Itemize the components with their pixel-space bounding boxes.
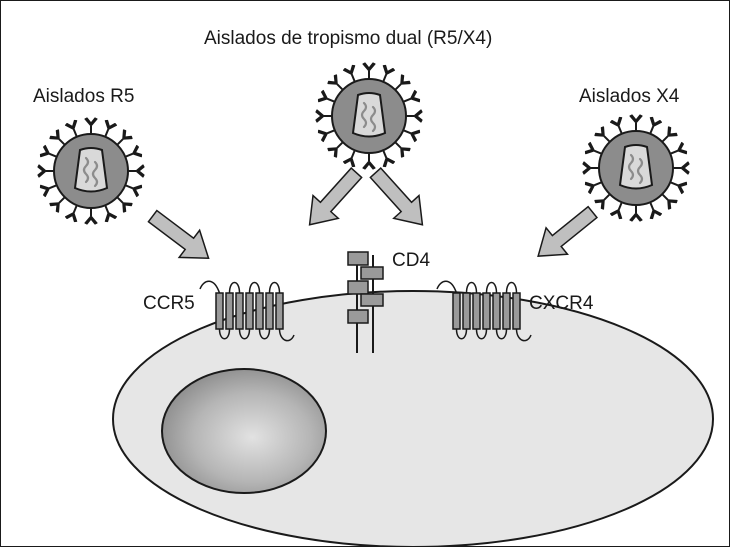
dual-tropism-label: Aislados de tropismo dual (R5/X4) (204, 28, 493, 49)
transmembrane-helix (512, 292, 521, 330)
arrow-x4-to-cell (537, 205, 598, 257)
viral-rna (369, 105, 377, 133)
envelope-spike (629, 204, 643, 222)
transmembrane-helix (275, 292, 284, 330)
cell-nucleus (161, 368, 327, 494)
transmembrane-helix (502, 292, 511, 330)
cxcr4-receptor (436, 280, 532, 342)
transmembrane-helix (225, 292, 234, 330)
viral-rna (91, 160, 99, 188)
envelope-spike (37, 164, 55, 178)
ccr5-label: CCR5 (143, 293, 195, 314)
viral-capsid (351, 92, 387, 138)
cxcr4-label: CXCR4 (529, 293, 594, 314)
viral-rna (636, 157, 644, 185)
r5-virus (37, 117, 145, 225)
viral-rna (360, 101, 368, 129)
cd4-label: CD4 (392, 250, 431, 271)
cd4-receptor (347, 251, 384, 353)
arrow-dual-left (308, 167, 363, 226)
viral-rna (82, 156, 90, 184)
envelope-spike (672, 161, 690, 175)
envelope-spike (84, 117, 98, 135)
envelope-spike (582, 161, 600, 175)
transmembrane-helix (462, 292, 471, 330)
transmembrane-helix (245, 292, 254, 330)
transmembrane-helix (472, 292, 481, 330)
envelope-spike (629, 114, 643, 132)
transmembrane-helix (215, 292, 224, 330)
envelope-spike (84, 207, 98, 225)
r5-isolates-label: Aislados R5 (33, 86, 135, 107)
envelope-spike (362, 152, 376, 170)
transmembrane-helix (255, 292, 264, 330)
x4-virus (582, 114, 690, 222)
viral-rna (627, 153, 635, 181)
transmembrane-helix (482, 292, 491, 330)
ccr5-receptor (199, 280, 295, 342)
envelope-spike (405, 109, 423, 123)
transmembrane-helix (235, 292, 244, 330)
arrow-r5-to-cell (147, 209, 210, 260)
dual-virus (315, 62, 423, 170)
transmembrane-helix (492, 292, 501, 330)
envelope-spike (362, 62, 376, 80)
transmembrane-helix (452, 292, 461, 330)
envelope-spike (315, 109, 333, 123)
envelope-spike (127, 164, 145, 178)
viral-capsid (618, 144, 654, 190)
arrow-dual-right (369, 167, 424, 226)
transmembrane-helix (265, 292, 274, 330)
x4-isolates-label: Aislados X4 (579, 86, 680, 107)
viral-capsid (73, 147, 109, 193)
